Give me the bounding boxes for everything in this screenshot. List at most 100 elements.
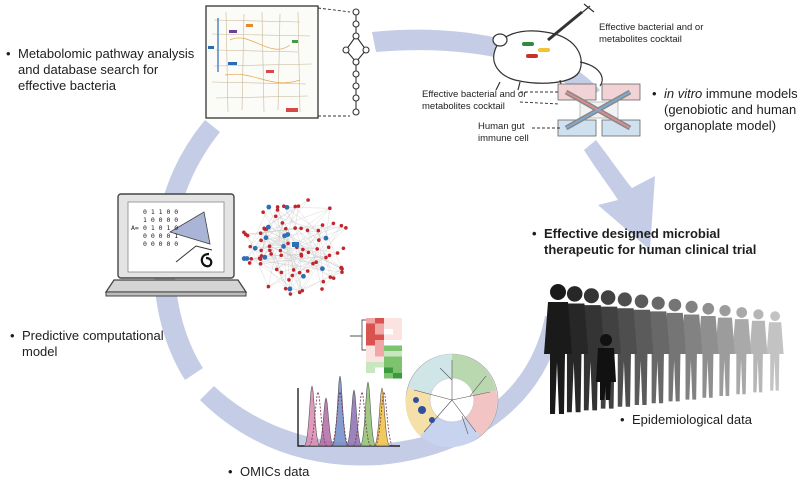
network-edge: [283, 206, 319, 231]
heatmap-cell: [393, 362, 402, 368]
omics-text: OMICs data: [240, 464, 310, 479]
network-edge: [260, 208, 330, 234]
network-edge: [259, 258, 308, 272]
pathway-graph: [342, 8, 370, 116]
heatmap-cell: [393, 340, 402, 346]
network-node: [311, 261, 315, 266]
person-silhouette: [680, 300, 703, 400]
network-node: [265, 224, 271, 230]
heatmap-cell: [384, 351, 393, 357]
network-node: [305, 228, 310, 233]
mouse-illustration: [492, 3, 603, 91]
network-edge: [268, 226, 318, 250]
network-node: [314, 260, 318, 264]
network-node: [287, 286, 293, 292]
network-node: [324, 255, 328, 260]
network-edge: [292, 275, 303, 291]
network-edge: [302, 225, 342, 291]
network-node: [259, 238, 263, 243]
label-therapeutic: •Effective designed microbial therapeuti…: [532, 226, 756, 258]
bullet: •: [228, 464, 233, 479]
network-node: [341, 246, 346, 251]
heatmap-cell: [375, 323, 384, 329]
label-predictive: • Predictive computational model: [10, 328, 164, 360]
network-edge: [268, 222, 283, 287]
label-cocktail-mouse: Effective bacterial and or metabolites c…: [599, 22, 703, 45]
bullet: •: [10, 328, 15, 343]
predictive-line-1: Predictive computational: [22, 328, 164, 343]
network-node: [278, 248, 283, 253]
network-edge: [289, 247, 329, 290]
network-edge: [280, 250, 294, 271]
predictive-line-2: model: [22, 344, 58, 359]
heatmap-cell: [375, 345, 384, 351]
network-edge: [277, 206, 300, 293]
network-node: [293, 204, 298, 209]
matrix-row: 0 1 0 1 0: [143, 224, 179, 232]
network-edge: [268, 269, 294, 287]
network-node: [290, 273, 295, 278]
network-node: [305, 269, 310, 273]
label-epidemiological: •Epidemiological data: [620, 412, 752, 428]
network-edge: [283, 206, 296, 229]
network-node: [288, 292, 293, 296]
network-node: [299, 226, 303, 231]
heatmap-cell: [384, 340, 393, 346]
network-edge: [276, 223, 334, 270]
metabolomic-line-1: Metabolomic pathway analysis: [18, 46, 195, 61]
network-edge: [299, 225, 342, 273]
heatmap-cell: [366, 362, 375, 368]
bullet: •: [652, 86, 657, 101]
heatmap-cell: [384, 334, 393, 340]
network-edge: [264, 255, 282, 258]
heatmap-cell: [375, 334, 384, 340]
person-silhouette: [749, 309, 768, 393]
network-node: [281, 244, 286, 249]
network-edge: [307, 230, 323, 290]
omics-dashed-peak: [352, 391, 372, 447]
label-in-vitro: •in vitro immune models (genobiotic and …: [652, 86, 798, 134]
network-node: [316, 228, 321, 233]
heatmap-cell: [393, 373, 402, 379]
heatmap-cell: [366, 367, 375, 373]
network-node: [320, 223, 325, 227]
heatmap-cell: [393, 323, 402, 329]
network-node: [328, 275, 333, 279]
therapeutic-line-1: Effective designed microbial: [544, 226, 721, 241]
heatmap-cell: [384, 345, 393, 351]
network-edge: [296, 247, 343, 269]
person-silhouette: [766, 311, 784, 391]
network-node: [266, 204, 272, 210]
metabolomic-line-3: effective bacteria: [18, 78, 117, 93]
network-node: [282, 233, 287, 239]
heatmap-cell: [393, 367, 402, 373]
network-edge: [268, 272, 300, 287]
network-node: [241, 256, 247, 261]
network-edge: [260, 259, 277, 270]
heatmap-cell: [384, 323, 393, 329]
network-node: [274, 267, 279, 272]
network-node: [283, 226, 288, 231]
omics-dashed-peak: [330, 391, 350, 447]
network-node: [262, 226, 266, 231]
network-node: [339, 265, 344, 270]
network-node: [321, 279, 326, 284]
network-node: [297, 270, 302, 275]
heatmap-cell: [384, 362, 393, 368]
network-node: [275, 208, 280, 212]
gut-cell-line-1: Human gut: [478, 121, 525, 132]
network-edge: [275, 216, 319, 231]
invitro-line-2: (genobiotic and human: [664, 102, 797, 117]
heatmap-cell: [393, 318, 402, 324]
omics-peak: [317, 397, 335, 447]
network-edge: [276, 208, 330, 270]
person-silhouette: [715, 305, 735, 396]
heatmap-cell: [375, 329, 384, 335]
heatmap-cell: [393, 334, 402, 340]
network-edge: [276, 254, 302, 270]
heatmap-cell: [384, 367, 393, 373]
label-gut-cell: Human gut immune cell: [478, 121, 529, 144]
network-node: [299, 252, 303, 257]
network-edge: [263, 212, 309, 253]
network-edge: [250, 206, 269, 247]
